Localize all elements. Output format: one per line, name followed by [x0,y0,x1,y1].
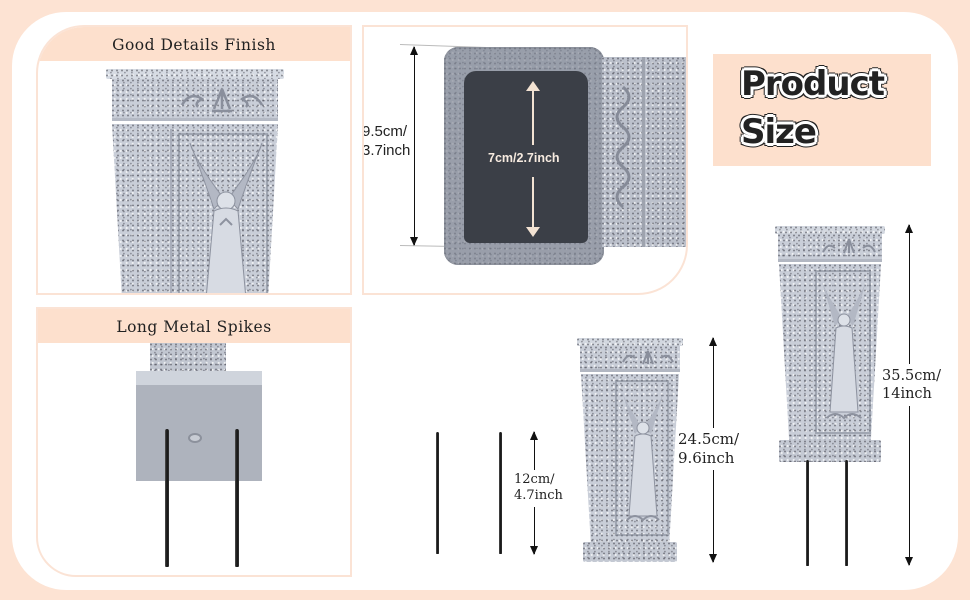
scroll-ornament-icon [822,238,876,254]
angel-relief-icon [621,388,665,522]
inner-arrow-up [532,85,534,145]
loose-spike [436,432,439,554]
scroll-ornament-icon [622,350,674,365]
scroll-ornament-icon [180,88,264,113]
vase-dimension-label: 24.5cm/ 9.6inch [678,428,740,470]
vase-side-image [602,57,686,247]
inner-dimension-label: 7cm/2.7inch [488,151,560,165]
inner-arrowhead-up-icon [526,81,540,91]
outer-dimension-label: 9.5cm/ 3.7inch [364,121,411,163]
total-dimension-label: 35.5cm/ 14inch [882,364,942,407]
screw-hole-icon [188,433,202,443]
angel-relief-icon [189,142,263,293]
metal-spike [165,429,169,567]
vase-with-spikes-image [775,226,885,462]
details-panel: Good Details Finish [36,25,352,295]
product-size-title: Product Size [741,64,885,152]
inner-arrowhead-down-icon [526,227,540,237]
vase-base-underside-image [136,371,262,481]
inner-arrow-down [532,177,534,229]
outer-height-arrow [410,46,418,246]
vase-top-opening-image [444,47,604,265]
side-ornament-icon [615,85,631,209]
angel-relief-icon [821,278,867,420]
details-caption: Good Details Finish [38,27,350,61]
vase-spike [806,460,809,566]
loose-spike [499,432,502,554]
metal-spike [235,429,239,567]
spikes-panel: Long Metal Spikes [36,307,352,577]
vase-closeup-image [102,69,288,293]
vase-front-image [577,338,683,562]
spikes-caption: Long Metal Spikes [38,309,350,343]
product-size-title-box: Product Size [713,54,931,166]
vase-spike [845,460,848,566]
spike-dimension-label: 12cm/ 4.7inch [514,470,563,507]
vase-bottom-neck-image [150,343,226,371]
opening-panel: 9.5cm/ 3.7inch 7cm/2.7inch [362,25,688,295]
